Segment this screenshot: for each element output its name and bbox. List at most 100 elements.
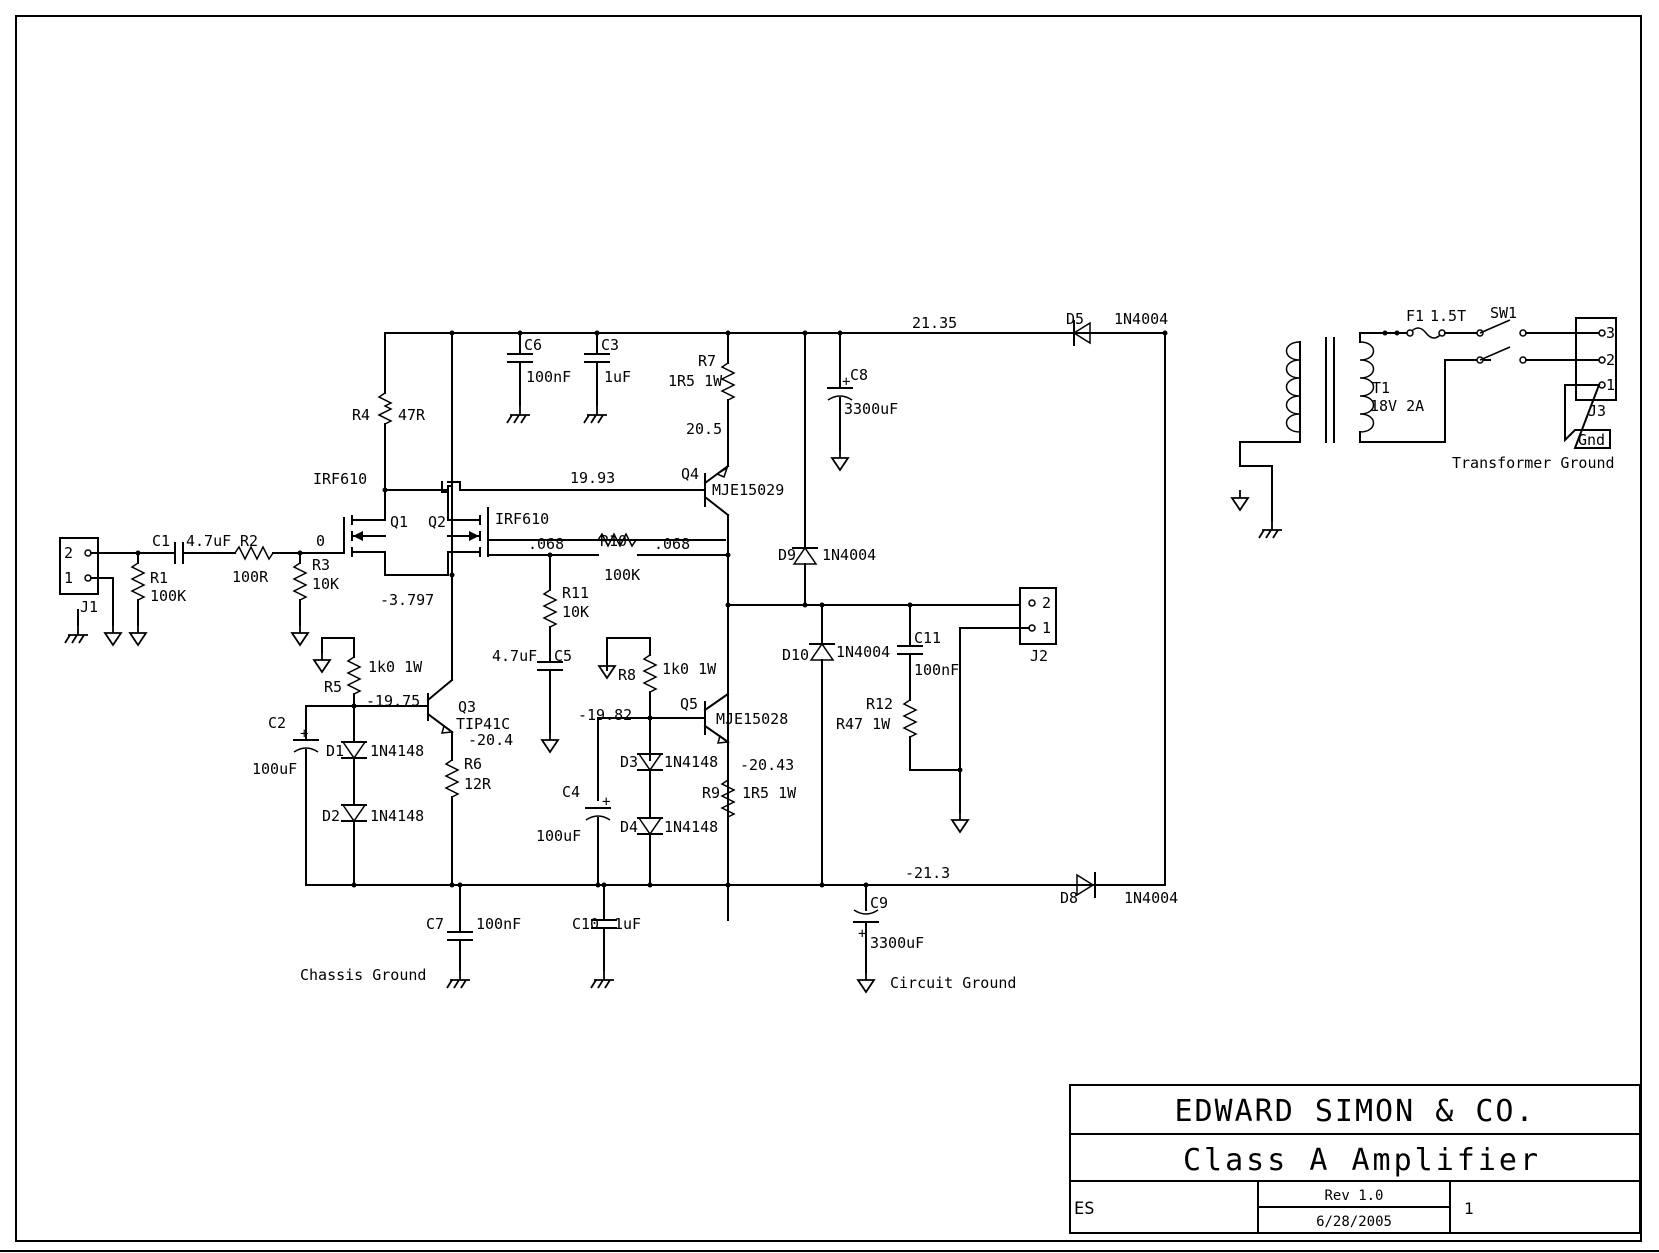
negative-rail: [305, 882, 1094, 888]
q5-ref: Q5: [680, 695, 698, 713]
transistor-q5: [703, 692, 730, 781]
r8-value: 1k0 1W: [662, 660, 717, 678]
transformer-ground-label: Transformer Ground: [1452, 454, 1615, 472]
c1-ref: C1: [152, 532, 170, 550]
capacitor-c9: +: [853, 884, 879, 993]
c6-value: 100nF: [526, 368, 571, 386]
circuit-ground-label: Circuit Ground: [890, 974, 1016, 992]
d10-value: 1N4004: [836, 643, 890, 661]
r12-value: R47 1W: [836, 715, 891, 733]
resistor-r9: [720, 779, 736, 818]
transistor-q3: [426, 574, 454, 761]
q2-value: IRF610: [495, 510, 549, 528]
r4-value: 47R: [398, 406, 426, 424]
mosfet-q2: [441, 481, 726, 576]
d9-value: 1N4004: [822, 546, 876, 564]
c10-value: 1uF: [614, 915, 641, 933]
capacitor-c6: [506, 332, 533, 424]
f1-ref: F1: [1406, 307, 1424, 325]
r11-value: 10K: [562, 603, 589, 621]
j3-ref: J3: [1588, 402, 1606, 420]
title-block: [1069, 1084, 1641, 1234]
j1-ref: J1: [80, 598, 98, 616]
capacitor-c7: [446, 884, 473, 989]
node-input: 0: [316, 532, 325, 550]
resistor-r7: [720, 332, 736, 456]
c3-ref: C3: [601, 336, 619, 354]
t1-value: 18V 2A: [1370, 397, 1424, 415]
f1-value: 1.5T: [1430, 307, 1466, 325]
capacitor-c5: [537, 661, 563, 753]
capacitor-c11: [897, 604, 923, 701]
drawing-date: 6/28/2005: [1316, 1214, 1392, 1230]
resistor-r5: [313, 637, 362, 741]
d9-ref: D9: [778, 546, 796, 564]
positive-rail: [384, 330, 1094, 394]
resistor-r8: [598, 637, 658, 761]
q3-ref: Q3: [458, 698, 476, 716]
drawing-title: Class A Amplifier: [1183, 1143, 1541, 1178]
j1-pin1: 1: [64, 569, 73, 587]
input-wiring: [64, 550, 174, 646]
node-source: -3.797: [380, 591, 434, 609]
c7-value: 100nF: [476, 915, 521, 933]
t1-ref: T1: [1372, 379, 1390, 397]
c11-value: 100nF: [914, 661, 959, 679]
switch-sw1: [1476, 319, 1601, 364]
r10-ref: R10: [600, 532, 627, 550]
r3-value: 10K: [312, 575, 339, 593]
d8-value: 1N4004: [1124, 889, 1178, 907]
q1-value: IRF610: [313, 470, 367, 488]
q4-value: MJE15029: [712, 481, 784, 499]
output-node: [725, 602, 1021, 608]
c10-ref: C10: [572, 915, 599, 933]
j3-pin1: 1: [1606, 376, 1615, 394]
svg-text:+: +: [842, 374, 850, 390]
q4-ref: Q4: [681, 465, 699, 483]
diode-d1: [341, 741, 367, 806]
r7-value: 1R5 1W: [668, 372, 723, 390]
gnd-tag: Gnd: [1578, 431, 1605, 449]
c8-value: 3300uF: [844, 400, 898, 418]
r9-value: 1R5 1W: [742, 784, 797, 802]
c3-value: 1uF: [604, 368, 631, 386]
c5-ref: C5: [554, 647, 572, 665]
r11-ref: R11: [562, 584, 589, 602]
d2-value: 1N4148: [370, 807, 424, 825]
node-vminus: -21.3: [905, 864, 950, 882]
svg-text:+: +: [858, 926, 866, 942]
capacitor-c3: [583, 332, 610, 424]
resistor-r12: [902, 699, 963, 773]
c7-ref: C7: [426, 915, 444, 933]
q3-value: TIP41C: [456, 715, 510, 733]
node-fb-a: .068: [528, 535, 564, 553]
r2-value: 100R: [232, 568, 269, 586]
r5-ref: R5: [324, 678, 342, 696]
svg-text:+: +: [602, 794, 610, 810]
r3-ref: R3: [312, 556, 330, 574]
c6-ref: C6: [524, 336, 542, 354]
j2-pin1: 1: [1042, 619, 1051, 637]
author-initials: ES: [1074, 1199, 1094, 1219]
resistor-r11: [542, 554, 558, 663]
j1-pin2: 2: [64, 544, 73, 562]
r7-ref: R7: [698, 352, 716, 370]
c9-ref: C9: [870, 894, 888, 912]
sheet-border: [15, 15, 1642, 1242]
diode-d2: [341, 804, 367, 886]
jog2: [447, 485, 453, 491]
d5-value: 1N4004: [1114, 310, 1168, 328]
j3-pin3: 3: [1606, 324, 1615, 342]
resistor-r6: [444, 759, 460, 886]
j3-pin2: 2: [1606, 351, 1615, 369]
d4-value: 1N4148: [664, 818, 718, 836]
r10-value: 100K: [604, 566, 640, 584]
r5-value: 1k0 1W: [368, 658, 423, 676]
revision: Rev 1.0: [1324, 1188, 1383, 1204]
d2-ref: D2: [322, 807, 340, 825]
d5-ref: D5: [1066, 310, 1084, 328]
resistor-r4: [377, 392, 393, 493]
node-q4-base: 19.93: [570, 469, 615, 487]
r2-ref: R2: [240, 532, 258, 550]
connector-j3: 3 2 1 J3 Gnd: [1564, 317, 1617, 449]
